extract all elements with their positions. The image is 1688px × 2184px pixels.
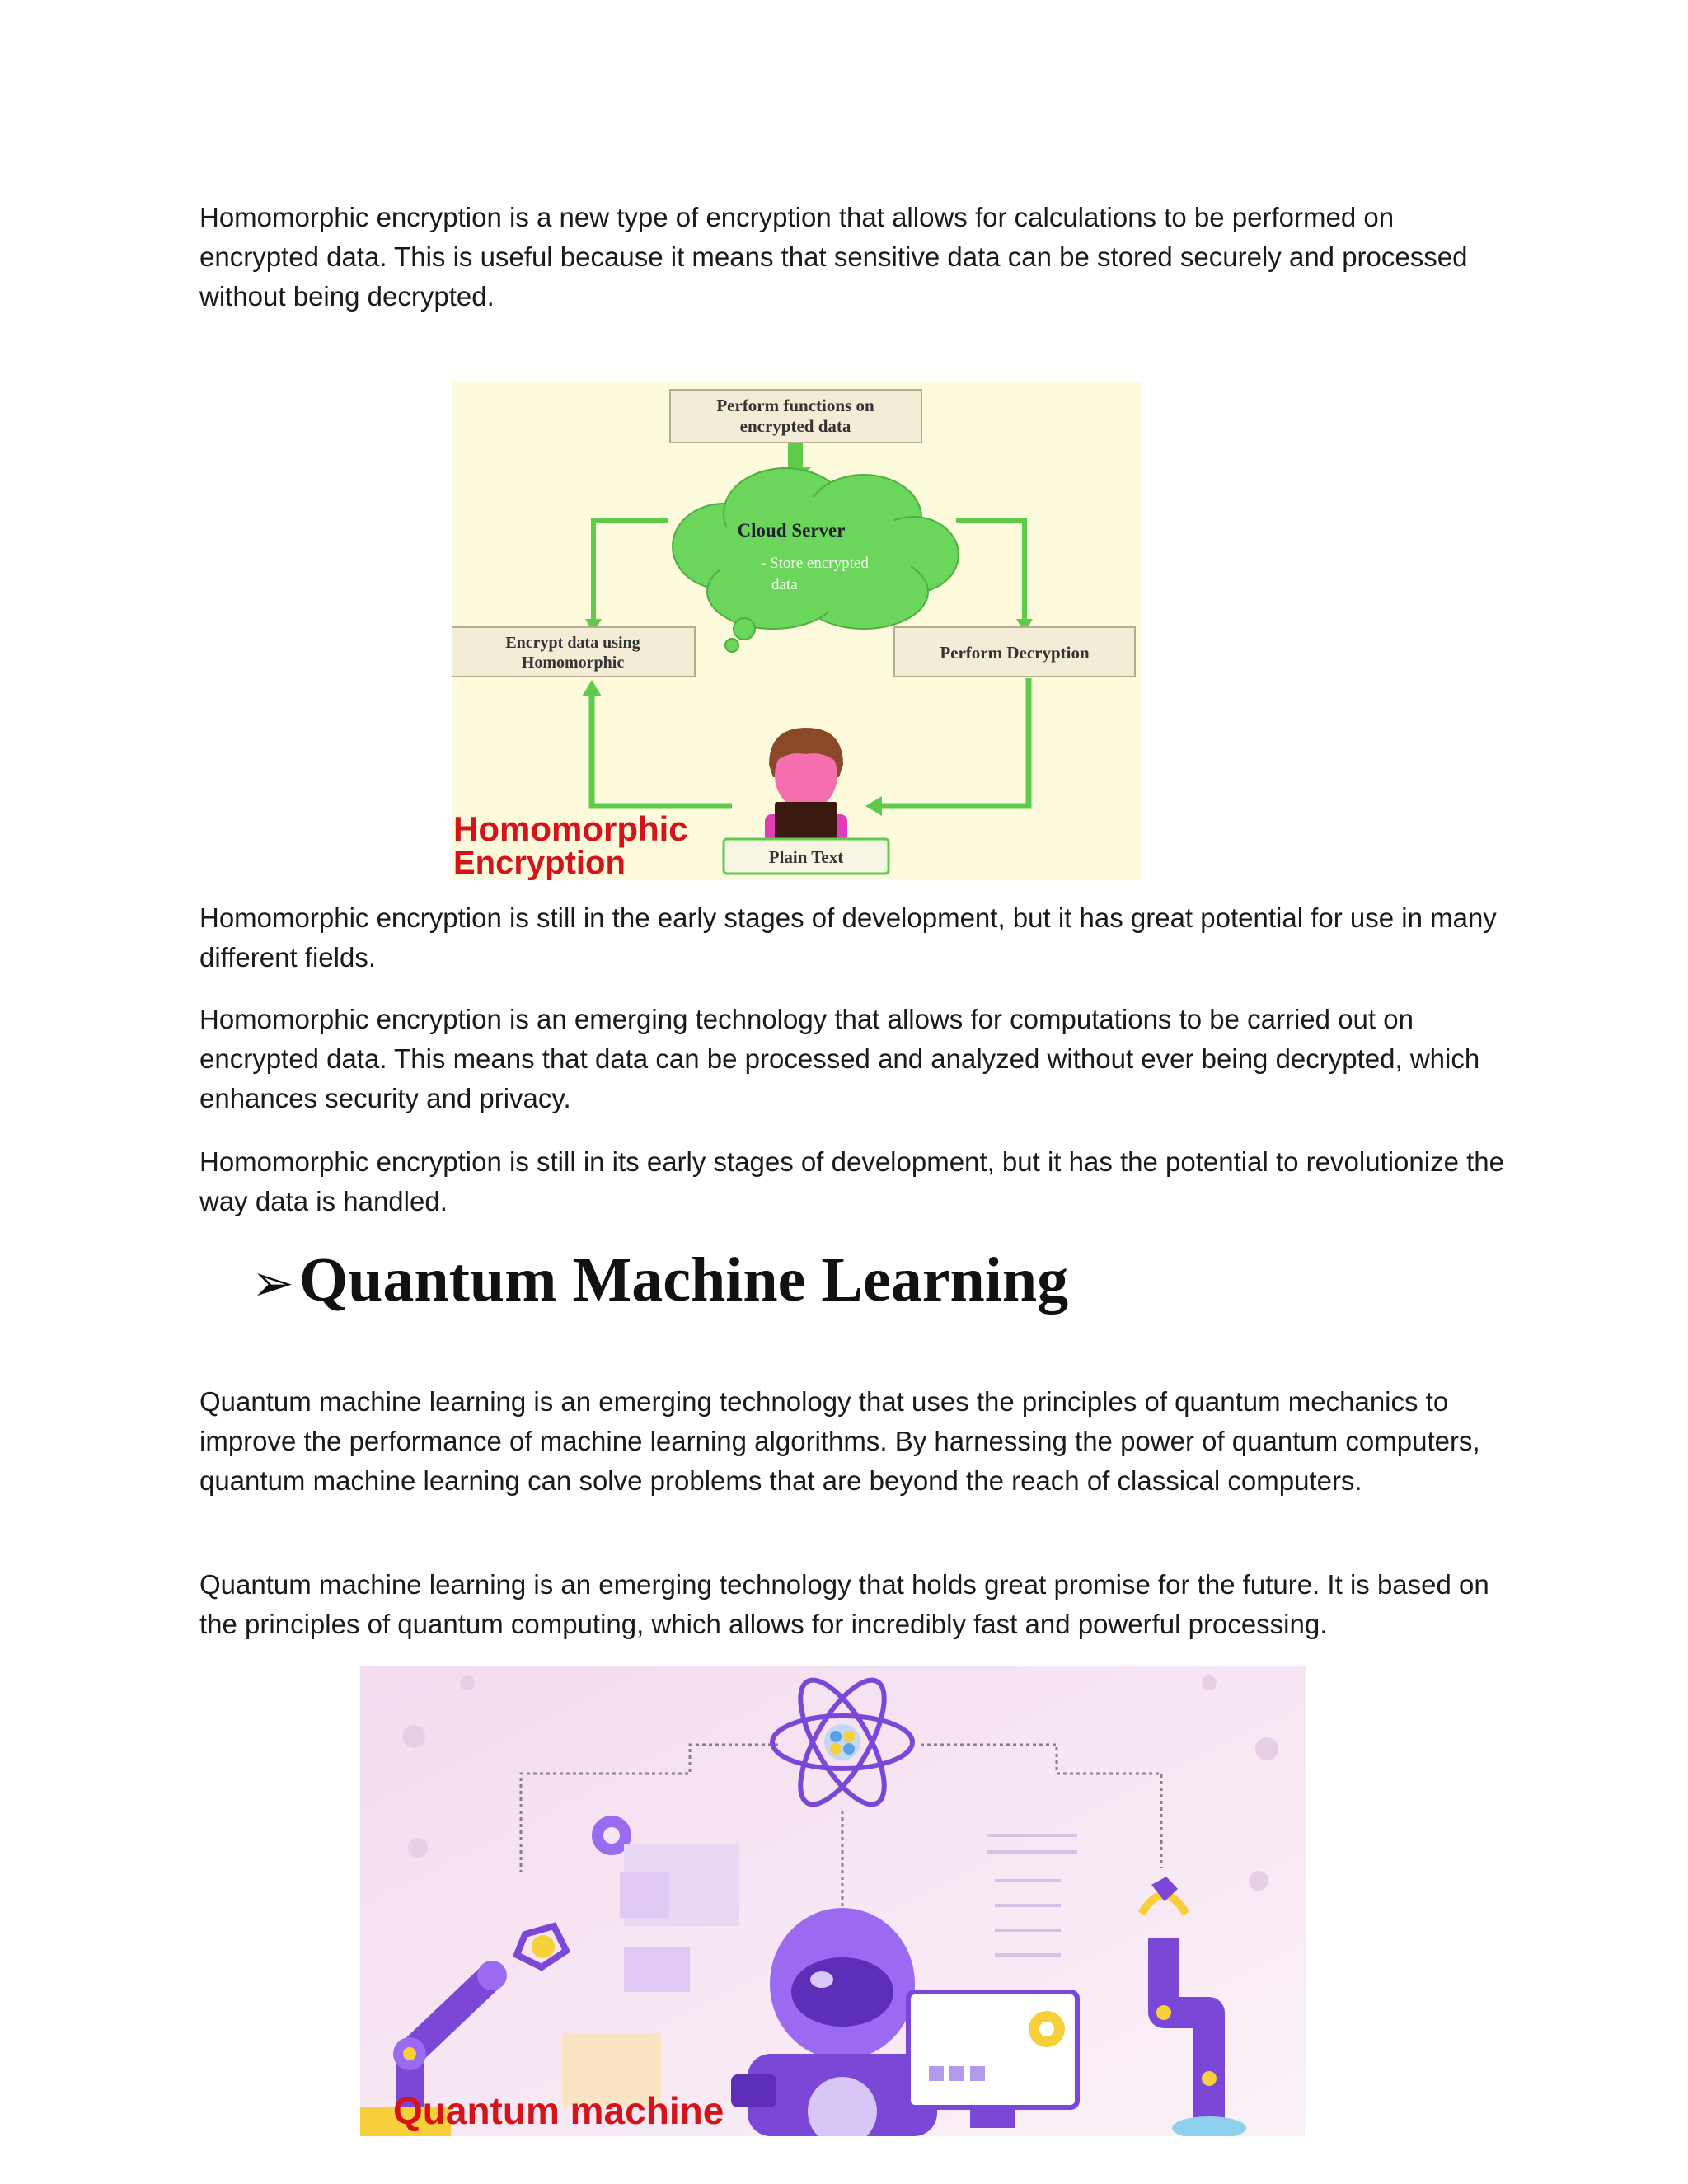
right-robot-arm bbox=[1137, 1877, 1246, 2136]
section-heading-text: Quantum Machine Learning bbox=[298, 1245, 1069, 1315]
left-box-line1: Encrypt data using bbox=[505, 634, 640, 652]
top-box-line2: encrypted data bbox=[740, 416, 851, 436]
left-robot-arm bbox=[360, 1922, 571, 2136]
quantum-machine-learning-illustration: Quantum machine bbox=[360, 1666, 1306, 2136]
homomorphic-encryption-diagram: Perform functions on encrypted data Clou… bbox=[452, 382, 1141, 880]
cloud-sub-line2: data bbox=[771, 576, 798, 593]
cloud-title: Cloud Server bbox=[738, 520, 846, 541]
diagram-caption-line2: Encryption bbox=[453, 845, 626, 880]
gear-icon bbox=[592, 1816, 631, 1855]
diagram-caption-line1: Homomorphic bbox=[453, 809, 688, 848]
person-illustration bbox=[765, 728, 847, 850]
revolutionize-paragraph: Homomorphic encryption is still in its e… bbox=[199, 1146, 1504, 1216]
cloud-server-shape bbox=[672, 467, 959, 630]
cloud-sub-line1: - Store encrypted bbox=[761, 555, 869, 572]
top-box-line1: Perform functions on bbox=[716, 396, 874, 415]
arrow-bullet-icon: ➢ bbox=[251, 1253, 294, 1313]
robot-illustration bbox=[731, 1908, 954, 2136]
right-box-label: Perform Decryption bbox=[940, 643, 1090, 663]
qml-promise-paragraph: Quantum machine learning is an emerging … bbox=[199, 1569, 1489, 1639]
intro-paragraph: Homomorphic encryption is a new type of … bbox=[199, 202, 1468, 312]
section-heading: ➢Quantum Machine Learning bbox=[251, 1243, 1068, 1320]
illustration-caption: Quantum machine bbox=[393, 2089, 724, 2132]
atom-icon bbox=[770, 1677, 915, 1807]
emerging-tech-paragraph: Homomorphic encryption is an emerging te… bbox=[199, 1004, 1480, 1113]
plain-text-label: Plain Text bbox=[769, 847, 843, 867]
left-box-line2: Homomorphic bbox=[522, 654, 625, 672]
qml-intro-paragraph: Quantum machine learning is an emerging … bbox=[199, 1386, 1480, 1496]
monitor-illustration bbox=[906, 1990, 1080, 2128]
development-paragraph: Homomorphic encryption is still in the e… bbox=[199, 902, 1497, 972]
